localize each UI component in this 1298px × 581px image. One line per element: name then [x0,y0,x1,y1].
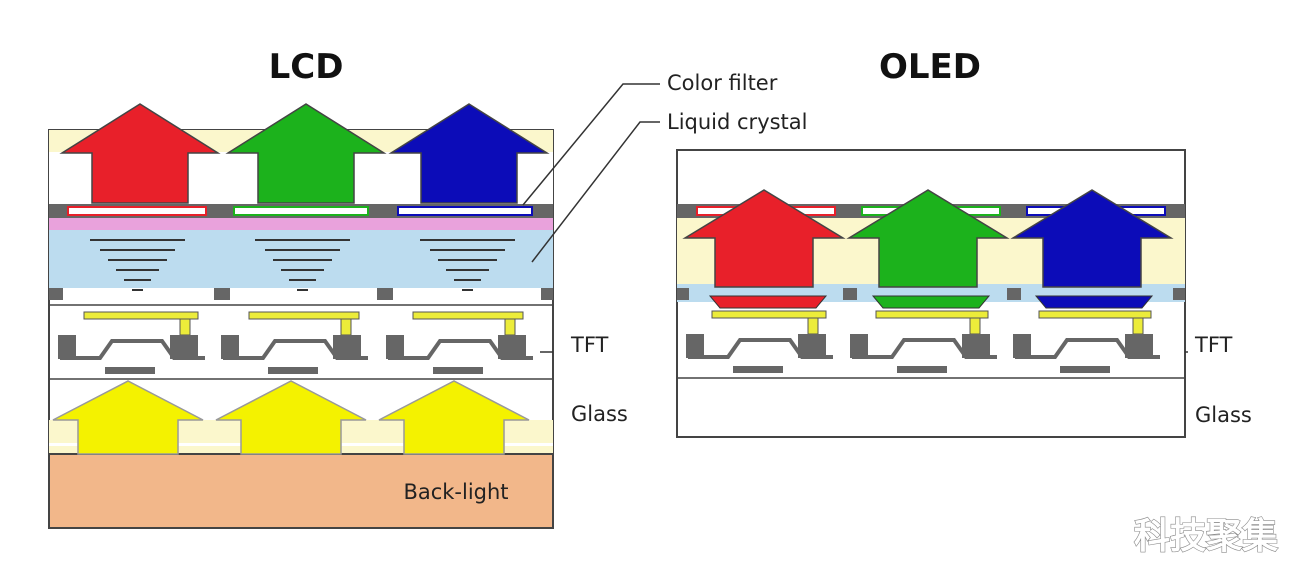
blue-emitter [1034,295,1154,309]
lcd-green-arrow [225,103,387,204]
lcd-title: LCD [269,47,344,87]
lcd-color-filter [49,204,553,218]
oled-tft-cell-1 [686,310,833,373]
tft-label-lcd: TFT [570,333,609,357]
tft-label-oled: TFT [1194,333,1233,357]
color-filter-leader [522,83,660,206]
oled-red-arrow [682,189,846,288]
green-emitter [871,295,991,309]
oled-spacers [677,288,1185,300]
lcd-backlight [48,453,554,529]
lcd-alignment-layer [49,218,553,230]
lcd-tft-layer [49,304,553,380]
lcd-tft-cell-3 [386,311,533,374]
liquid-crystal-leader [531,121,660,263]
oled-tft-layer [677,310,1185,379]
lcd-blue-arrow [388,103,550,204]
callout-lines [522,83,1188,353]
oled-tft-cell-3 [1013,310,1160,373]
yellow-arrow-1 [52,380,204,455]
backlight-arrows [52,380,530,455]
blue-filter [397,206,533,216]
glass-label-lcd: Glass [571,402,628,426]
lcd-red-arrow [59,103,221,204]
oled-blue-arrow [1010,189,1174,288]
red-filter [67,206,207,216]
watermark: 科技聚集 [1134,516,1278,557]
glass-label-oled: Glass [1195,403,1252,427]
oled-tft-cell-2 [850,310,997,373]
red-emitter [708,295,828,309]
liquid-crystal-label: Liquid crystal [667,110,808,134]
backlight-label: Back-light [403,480,508,504]
lcd-tft-cell-1 [58,311,205,374]
lcd-output-arrows [59,103,550,204]
lcd-panel: Back-light [48,103,554,529]
oled-panel [676,149,1186,438]
liquid-crystal-molecules [90,239,515,291]
oled-emitters [708,295,1154,309]
lcd-tft-cell-2 [221,311,368,374]
yellow-arrow-3 [378,380,530,455]
oled-output-arrows [682,189,1174,288]
lcd-spacers [49,288,553,300]
yellow-arrow-2 [215,380,367,455]
oled-green-arrow [846,189,1010,288]
color-filter-label: Color filter [667,71,778,95]
oled-title: OLED [879,47,981,87]
green-filter [233,206,369,216]
